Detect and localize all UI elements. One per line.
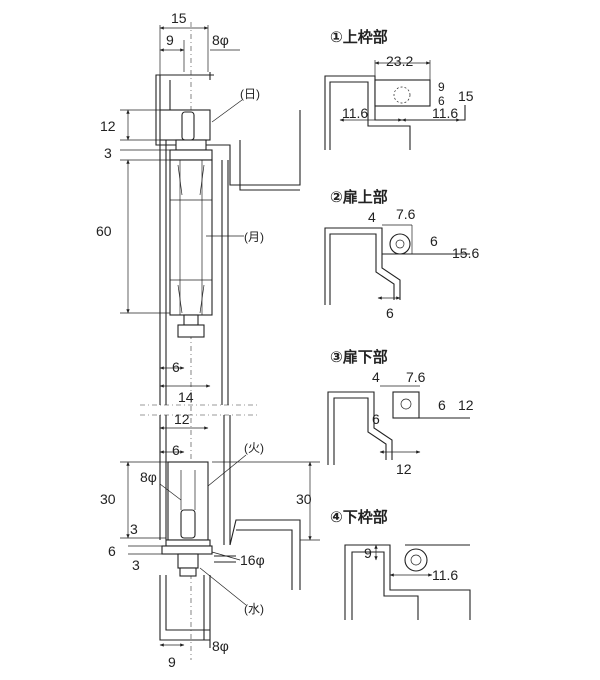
detail-3-dim-2: 6 <box>438 397 446 413</box>
detail-1-dim-0: 23.2 <box>386 53 413 69</box>
detail-3-dim-1: 7.6 <box>406 369 426 385</box>
dim-bottom-9: 9 <box>168 654 176 670</box>
detail-3-dim-4: 6 <box>372 411 380 427</box>
detail-bottom-frame: ④下枠部 9 11.6 <box>330 508 471 620</box>
detail-1-dim-3: 6 <box>438 94 445 108</box>
detail-1-dim-1: 9 <box>438 80 445 94</box>
dim-top-9: 9 <box>166 32 174 48</box>
dim-right-30: 30 <box>296 491 312 507</box>
part-label-sun: (日) <box>240 87 260 101</box>
detail-1-dim-4: 11.6 <box>342 105 368 121</box>
detail-2-dim-1: 7.6 <box>396 206 416 222</box>
detail-2-dim-2: 6 <box>430 233 438 249</box>
dim-left-30: 30 <box>100 491 116 507</box>
detail-door-top: ②扉上部 4 7.6 6 15.6 6 <box>324 188 479 321</box>
dim-left-3c: 3 <box>132 557 140 573</box>
part-label-moon: (月) <box>244 230 264 244</box>
detail-1-dim-5: 11.6 <box>432 105 458 121</box>
dim-mid-12: 12 <box>174 411 190 427</box>
dim-right-16phi: 16φ <box>240 552 265 568</box>
detail-3-dim-3: 12 <box>458 397 474 413</box>
dim-left-3b: 3 <box>130 521 138 537</box>
detail-3-dim-5: 12 <box>396 461 412 477</box>
dim-mid-6: 6 <box>172 359 180 375</box>
main-elevation <box>140 22 301 660</box>
dim-mid-14: 14 <box>178 389 194 405</box>
dim-left-6: 6 <box>108 543 116 559</box>
detail-1-title: ①上枠部 <box>330 28 388 46</box>
detail-4-title: ④下枠部 <box>330 508 388 526</box>
detail-3-title: ③扉下部 <box>330 348 388 366</box>
detail-4-dim-0: 9 <box>364 545 372 561</box>
dim-top-15: 15 <box>171 10 187 26</box>
detail-top-frame: ①上枠部 23.2 9 15 6 11.6 11.6 <box>324 28 474 150</box>
dim-top-8phi: 8φ <box>212 32 229 48</box>
dim-left-3: 3 <box>104 145 112 161</box>
dim-left-60: 60 <box>96 223 112 239</box>
part-label-water: (水) <box>244 602 264 616</box>
dim-bottom-8phi: 8φ <box>212 638 229 654</box>
detail-2-dim-0: 4 <box>368 209 376 225</box>
detail-door-bottom: ③扉下部 4 7.6 6 12 6 12 <box>327 348 474 477</box>
part-label-fire: (火) <box>244 441 264 455</box>
detail-1-dim-2: 15 <box>458 88 474 104</box>
detail-2-title: ②扉上部 <box>330 188 388 206</box>
detail-4-dim-1: 11.6 <box>432 567 458 583</box>
dim-mid-6b: 6 <box>172 442 180 458</box>
dim-left-12: 12 <box>100 118 116 134</box>
detail-2-dim-3: 15.6 <box>452 245 479 261</box>
detail-2-dim-4: 6 <box>386 305 394 321</box>
detail-3-dim-0: 4 <box>372 369 380 385</box>
dim-mid-8phi: 8φ <box>140 469 157 485</box>
main-dimensions: 15 9 8φ 12 3 60 6 14 12 6 8φ 30 <box>96 10 320 670</box>
